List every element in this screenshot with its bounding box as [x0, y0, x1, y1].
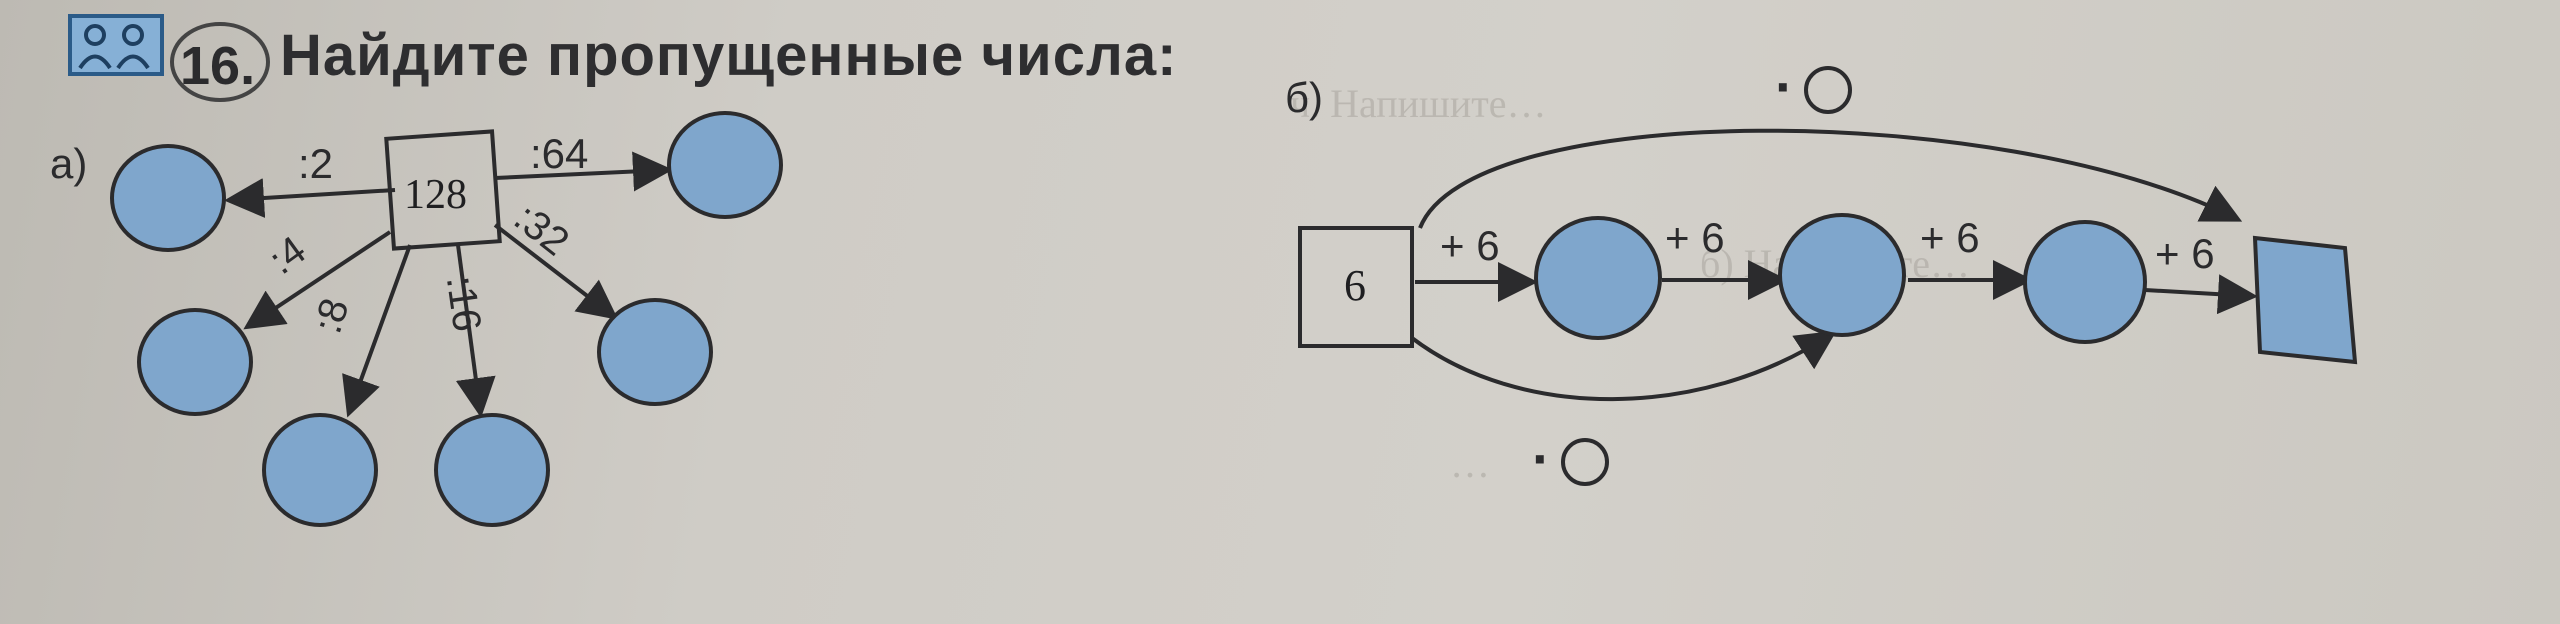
blank-div16[interactable] — [434, 413, 550, 527]
final-box[interactable] — [2252, 235, 2358, 365]
op-div8: :8 — [306, 293, 358, 338]
arrow-div32 — [493, 223, 619, 320]
bottom-arc-op: · — [1532, 427, 1551, 490]
task-number-circle — [170, 22, 270, 102]
center-value: 128 — [404, 172, 467, 218]
start-value: 6 — [1344, 261, 1366, 310]
bottom-arc-blank[interactable] — [1561, 438, 1609, 486]
step-op-2: + 6 — [1665, 214, 1725, 261]
part-b-label: б) — [1285, 74, 1323, 121]
arrow-div2 — [224, 178, 396, 219]
arrow-div8 — [342, 244, 412, 418]
blank-div4[interactable] — [137, 308, 253, 416]
task-title: Найдите пропущенные числа: — [280, 23, 1178, 88]
center-box — [384, 129, 502, 251]
blank-div2[interactable] — [110, 144, 226, 252]
step-arrow-4 — [2144, 274, 2258, 315]
step-op-3: + 6 — [1920, 214, 1980, 261]
task-number: 16. — [180, 36, 255, 96]
op-div64: :64 — [530, 130, 588, 177]
bleed-through-text: … — [1450, 441, 1490, 486]
blank-div8[interactable] — [262, 413, 378, 527]
start-box — [1298, 226, 1414, 348]
op-div2: :2 — [298, 140, 333, 187]
step-op-1: + 6 — [1440, 222, 1500, 269]
arrow-div16 — [455, 244, 496, 418]
top-arc-op: · — [1775, 55, 1794, 118]
part-a-label: а) — [50, 140, 87, 187]
step-op-4: + 6 — [2155, 230, 2215, 277]
blank-step-1[interactable] — [1534, 216, 1662, 340]
bottom-arc-arrow — [1410, 330, 1837, 402]
top-arc-arrow — [1418, 128, 2243, 229]
op-div16: :16 — [438, 273, 489, 334]
blank-div32[interactable] — [597, 298, 713, 406]
op-div4: :4 — [261, 228, 314, 283]
blank-step-3[interactable] — [2023, 220, 2147, 344]
arrow-div64 — [494, 151, 673, 192]
blank-div64[interactable] — [667, 111, 783, 219]
bleed-through-text: ч. Напишите… — [1290, 81, 1547, 126]
group-work-icon — [68, 14, 164, 76]
top-arc-blank[interactable] — [1804, 66, 1852, 114]
arrow-div4 — [243, 230, 392, 330]
op-div32: :32 — [506, 195, 577, 264]
blank-step-2[interactable] — [1778, 213, 1906, 337]
